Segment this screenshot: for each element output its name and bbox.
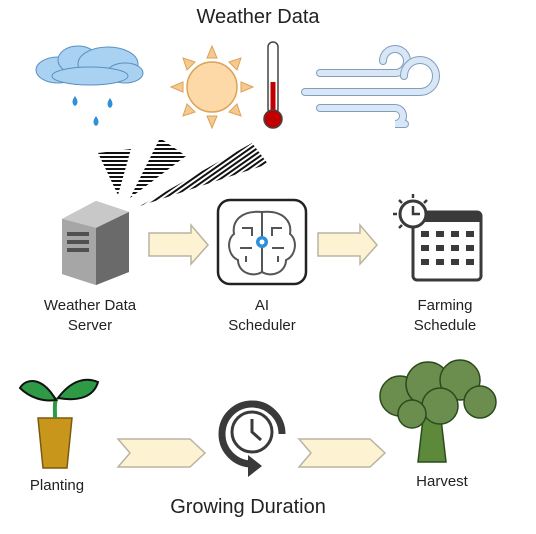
arrow-ai-to-schedule [317, 222, 378, 266]
harvest-label: Harvest [416, 473, 468, 490]
clock-icon [218, 400, 286, 477]
thermometer-icon [263, 41, 283, 129]
ai-brain-icon [216, 198, 308, 286]
broccoli-icon [379, 359, 497, 463]
server-label-line2: Server [67, 317, 113, 334]
planting-label: Planting [29, 477, 85, 494]
farming-schedule-label: Farming Schedule [390, 296, 500, 336]
ai-label-line2: Scheduler [228, 317, 296, 334]
arrow-server-to-ai [148, 222, 209, 266]
wind-icon [301, 45, 440, 128]
growing-duration-title: Growing Duration [170, 496, 326, 518]
server-label: Weather Data Server [20, 296, 160, 336]
rain-cloud-icon [35, 45, 144, 126]
schedule-label-line2: Schedule [413, 317, 477, 334]
chevron-arrow-2 [297, 438, 387, 468]
chevron-arrow-1 [116, 438, 207, 468]
schedule-label-line1: Farming [417, 297, 473, 314]
data-wedges [98, 138, 268, 206]
sun-icon [169, 44, 255, 130]
weather-data-title: Weather Data [196, 6, 320, 28]
server-label-line1: Weather Data [43, 297, 137, 314]
calendar-clock-icon [393, 194, 483, 282]
server-icon [62, 201, 129, 285]
ai-scheduler-label: AI Scheduler [205, 296, 319, 336]
ai-label-line1: AI [254, 297, 270, 314]
seedling-icon [18, 378, 100, 469]
